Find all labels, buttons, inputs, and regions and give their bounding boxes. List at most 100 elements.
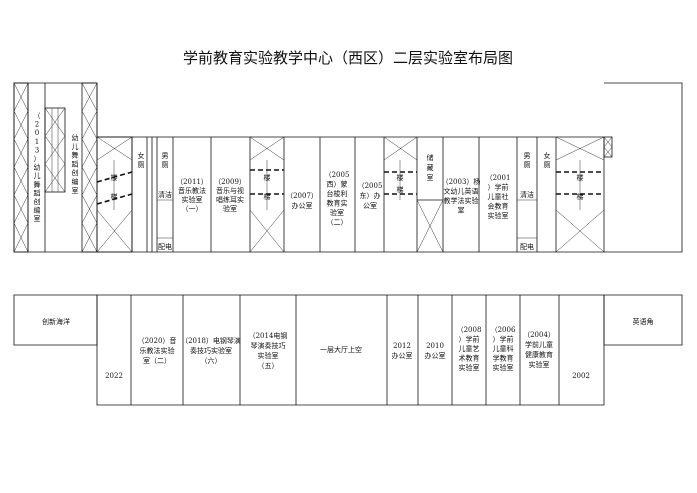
middle-crossed-column bbox=[44, 107, 66, 193]
room-label-line: （一） bbox=[182, 205, 203, 213]
room-label-line: ）学前 bbox=[493, 335, 514, 344]
vertical-label-char: 创 bbox=[34, 197, 41, 206]
vertical-label-char: 儿 bbox=[34, 172, 41, 180]
room-label: （2014电钢琴演奏技巧实验室（五） bbox=[249, 331, 288, 370]
room-label-line: （2009） bbox=[214, 178, 246, 186]
room-label-line: 儿童科 bbox=[493, 344, 514, 353]
room-label-line: 实验室 bbox=[459, 363, 480, 372]
room-label-line: 办公室 bbox=[425, 351, 446, 360]
room-label-line: 西）蒙 bbox=[327, 180, 348, 189]
vertical-room-label: 男厕 bbox=[162, 152, 169, 169]
stairs-label-bottom: 梯 bbox=[577, 192, 584, 201]
toilets-left: 女厕 男厕 清洁 配电 bbox=[138, 137, 174, 252]
vertical-room-label: 女厕 bbox=[544, 151, 551, 169]
stairs-label-bottom: 梯 bbox=[264, 192, 271, 201]
room-label-line: （2005 bbox=[325, 171, 350, 179]
vertical-label-char: 3 bbox=[35, 146, 39, 154]
stairs-label-top: 楼 bbox=[264, 173, 271, 182]
room-label-line: 文幼儿英语 bbox=[444, 187, 479, 196]
room-label-line: （2005 bbox=[358, 182, 383, 190]
stairs-label-bottom: 梯 bbox=[397, 185, 404, 194]
room-2011: （2011）音乐教法实验室（一） bbox=[176, 178, 208, 213]
room-label-line: 奏技巧实验室 bbox=[190, 346, 232, 355]
vertical-label-char: ） bbox=[34, 155, 41, 163]
vertical-room-label: 女厕 bbox=[138, 151, 145, 169]
vertical-label-char: 室 bbox=[72, 186, 79, 195]
room-label: （2007）办公室 bbox=[286, 192, 318, 210]
vertical-label-char: 幼 bbox=[72, 133, 79, 142]
room-label: （2020）音乐教法实验室（二） bbox=[138, 336, 177, 365]
room-2001: （2001）学前儿童社会教育实验室 bbox=[486, 174, 511, 220]
room-label-line: 台梭利 bbox=[327, 189, 348, 198]
room-label-line: 实验室 bbox=[529, 360, 550, 369]
vertical-label-char: 室 bbox=[427, 173, 434, 182]
room-2008: （2008）学前儿童艺术教育实验室 bbox=[457, 326, 482, 372]
room-label-line: （2004） bbox=[523, 331, 555, 339]
room-label: （2006）学前儿童科学教育实验室 bbox=[491, 326, 516, 372]
room-label: （2001）学前儿童社会教育实验室 bbox=[486, 174, 511, 220]
cleaning-right: 清洁 bbox=[520, 190, 534, 199]
vertical-label-char: 女 bbox=[138, 151, 145, 160]
vertical-label-char: 0 bbox=[35, 129, 39, 137]
room-label-line: 实验室 bbox=[182, 195, 203, 204]
vertical-label-char: 幼 bbox=[34, 163, 41, 172]
cleaning-left: 清洁 bbox=[158, 190, 172, 199]
room-label-line: （2006 bbox=[491, 326, 516, 334]
vertical-label-char: （ bbox=[34, 112, 41, 120]
room-label-line: 实验室 bbox=[488, 211, 509, 220]
room-label-line: 学前儿童 bbox=[525, 340, 553, 349]
room-label: （2009）音乐与视唱练耳实验室 bbox=[214, 178, 246, 213]
room-label-line: 公室 bbox=[363, 201, 377, 210]
vertical-label-char: 女 bbox=[544, 151, 551, 160]
vertical-label-char: 创 bbox=[72, 168, 79, 177]
room-label-line: 音乐与视 bbox=[216, 186, 244, 195]
vertical-label-char: 蹈 bbox=[72, 159, 79, 168]
room-label: （2003）杨文幼儿英语教学法实验室 bbox=[442, 177, 481, 215]
vertical-label-char: 男 bbox=[162, 152, 169, 160]
electrical-left: 配电 bbox=[158, 242, 172, 251]
vertical-label-char: 舞 bbox=[72, 151, 79, 160]
vertical-room-label: 储藏室 bbox=[427, 153, 434, 182]
vertical-label-char: 男 bbox=[524, 152, 531, 160]
room-2014: （2014电钢琴演奏技巧实验室（五） bbox=[249, 331, 288, 370]
vertical-label-char: 编 bbox=[34, 206, 41, 215]
stairs-label-top: 楼 bbox=[111, 173, 118, 182]
vertical-label-char: 蹈 bbox=[34, 188, 41, 197]
vertical-label-char: 舞 bbox=[34, 180, 41, 189]
english-corner: 英语角 bbox=[633, 317, 654, 326]
room-label-line: （2001 bbox=[486, 174, 511, 182]
room-label: （2004）学前儿童健康教育实验室 bbox=[523, 331, 555, 369]
room-2007: （2007）办公室 bbox=[286, 192, 318, 210]
left-crossed-column bbox=[13, 82, 29, 253]
toilets-right: 男厕 女厕 清洁 配电 bbox=[517, 151, 551, 251]
stairwell-middle: 楼 梯 bbox=[249, 136, 285, 253]
room-label-line: 教育实 bbox=[327, 199, 348, 208]
room-label-line: 2010 bbox=[426, 342, 444, 350]
room-label-line: 琴演奏技巧 bbox=[251, 341, 286, 350]
stairwell-right: 楼 梯 bbox=[383, 136, 418, 200]
room-label-line: ）学前 bbox=[459, 335, 480, 344]
vertical-label-char: 厕 bbox=[544, 161, 551, 169]
room-label-line: 2012 bbox=[393, 342, 411, 350]
vertical-label-char: 1 bbox=[35, 138, 39, 146]
room-label-line: 实验室 bbox=[493, 363, 514, 372]
room-label: （2018）电钢琴演奏技巧实验室（六） bbox=[181, 336, 241, 365]
stairwell-left: 楼 梯 bbox=[96, 136, 133, 253]
room-2018: （2018）电钢琴演奏技巧实验室（六） bbox=[181, 336, 241, 365]
room-2002: 2002 bbox=[572, 372, 590, 380]
room-label-line: （2014电钢 bbox=[249, 331, 288, 340]
room-label-line: （六） bbox=[201, 356, 222, 365]
room-2009: （2009）音乐与视唱练耳实验室 bbox=[214, 178, 246, 213]
room-2004: （2004）学前儿童健康教育实验室 bbox=[523, 331, 555, 369]
room-label-line: 验室 bbox=[330, 208, 344, 217]
room-label-line: （2011） bbox=[176, 178, 208, 186]
room-dance-creative: 幼儿舞蹈创编室 bbox=[72, 133, 79, 195]
